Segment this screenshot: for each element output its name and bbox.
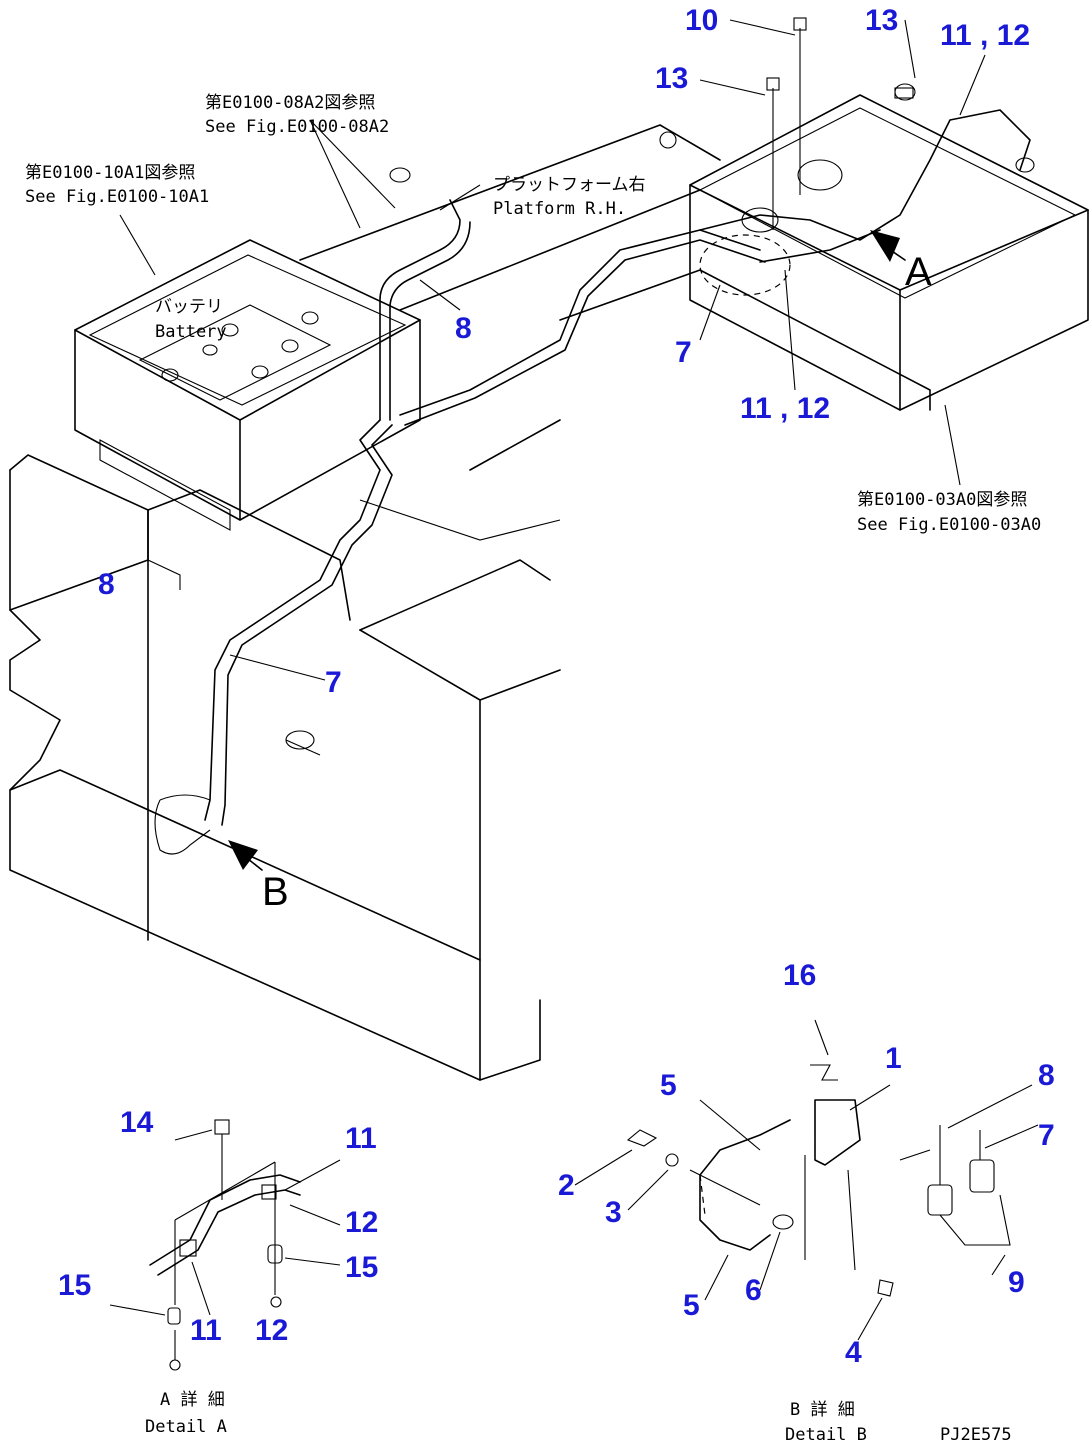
ref-03a0-jp: 第E0100-03A0図参照 [857, 490, 1027, 510]
callout-3: 3 [605, 1196, 622, 1229]
callout-13-upper-right: 13 [865, 4, 898, 37]
callout-12-detail-a-upper: 12 [345, 1206, 378, 1239]
detail-b-title-en: Detail B [785, 1425, 867, 1445]
battery-label-jp: バッテリ [155, 297, 223, 317]
callout-6: 6 [745, 1274, 762, 1307]
platform-label-en: Platform R.H. [493, 199, 626, 219]
callout-1: 1 [885, 1042, 902, 1075]
callout-10: 10 [685, 4, 718, 37]
detail-a-drawing [149, 1161, 301, 1371]
callout-11-12-mid: 11 , 12 [740, 392, 830, 425]
detail-a-title-en: Detail A [145, 1417, 227, 1437]
callout-5-lower: 5 [683, 1289, 700, 1322]
callout-16: 16 [783, 959, 816, 992]
callout-leaders [229, 19, 986, 681]
callout-11-detail-a-lower: 11 [190, 1314, 222, 1347]
callout-2: 2 [558, 1169, 575, 1202]
ref-10a1-en: See Fig.E0100-10A1 [25, 187, 209, 207]
view-arrow-b [228, 840, 263, 871]
detail-a-leaders [109, 1129, 341, 1316]
ref-10a1-jp: 第E0100-10A1図参照 [25, 163, 195, 183]
callout-8-upper: 8 [455, 312, 472, 345]
callout-8-left: 8 [98, 568, 115, 601]
callout-15-detail-a-right: 15 [345, 1251, 378, 1284]
callout-5-upper: 5 [660, 1069, 677, 1102]
callout-13-upper-left: 13 [655, 62, 688, 95]
detail-a-title-jp: A 詳 細 [160, 1390, 225, 1410]
platform-label-jp: プラットフォーム右 [493, 175, 646, 195]
detail-b-drawing [626, 1019, 1011, 1297]
callout-12-detail-a-lower: 12 [255, 1314, 288, 1347]
callout-7-left: 7 [325, 666, 342, 699]
bolt-icons [214, 17, 914, 1200]
ref-03a0-en: See Fig.E0100-03A0 [857, 515, 1041, 535]
view-marker-a: A [905, 250, 932, 294]
reference-leaders [119, 119, 961, 486]
callout-11-12-top: 11 , 12 [940, 19, 1030, 52]
detail-b-leaders [574, 1084, 1039, 1341]
drawing-code: PJ2E575 [940, 1425, 1012, 1445]
ref-08a2-en: See Fig.E0100-08A2 [205, 117, 389, 137]
view-arrow-a [870, 230, 906, 262]
callout-9: 9 [1008, 1266, 1025, 1299]
callout-7-detail-b: 7 [1038, 1119, 1055, 1152]
view-marker-b: B [262, 870, 289, 914]
detail-b-title-jp: B 詳 細 [790, 1400, 855, 1420]
callout-15-detail-a-left: 15 [58, 1269, 91, 1302]
harness-routing [154, 83, 1035, 855]
battery-label-en: Battery [155, 322, 227, 342]
callout-4: 4 [845, 1336, 862, 1369]
callout-8-detail-b: 8 [1038, 1059, 1055, 1092]
callout-7-upper: 7 [675, 336, 692, 369]
callout-11-detail-a-upper: 11 [345, 1122, 377, 1155]
ref-08a2-jp: 第E0100-08A2図参照 [205, 93, 375, 113]
frame-outline [9, 94, 1089, 1081]
callout-14: 14 [120, 1106, 154, 1139]
